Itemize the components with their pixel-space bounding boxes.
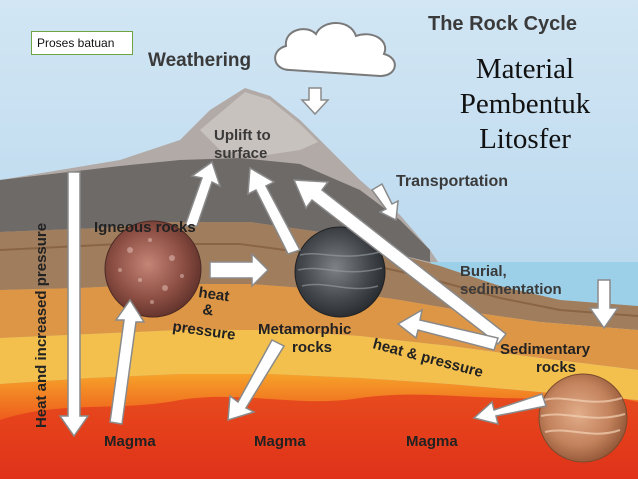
arrow-magma-to-igneous: [109, 298, 146, 425]
metamorphic-label-line2: rocks: [292, 339, 332, 356]
burial-label-line2: sedimentation: [460, 281, 562, 298]
arrow-sedimentary-to-magma: [472, 393, 547, 426]
arrow-metamorphic-to-magma: [227, 339, 286, 422]
heat-increased-pressure-label: Heat and increased pressure: [33, 223, 50, 428]
arrow-metamorphic-up: [247, 166, 302, 255]
magma-label-right: Magma: [406, 433, 458, 450]
arrow-transportation: [370, 182, 399, 222]
sedimentary-label-line2: rocks: [536, 359, 576, 376]
heat-label: heat: [197, 284, 230, 305]
sedimentary-label-line1: Sedimentary: [500, 341, 591, 358]
arrow-igneous-up: [183, 160, 222, 227]
arrow-weathering: [300, 87, 330, 116]
arrow-burial-down: [588, 279, 620, 330]
diagram-title: The Rock Cycle: [428, 13, 577, 35]
burial-label-line1: Burial,: [460, 263, 507, 280]
arrow-heat-pressure-right: [209, 252, 270, 288]
arrow-heat-increased-pressure-down: [58, 171, 90, 438]
cloud-icon: [274, 22, 396, 78]
arrow-sedimentary-to-uplift: [292, 179, 508, 346]
ampersand-label: &: [201, 301, 214, 319]
igneous-label: Igneous rocks: [94, 219, 196, 236]
uplift-label-line2: surface: [214, 145, 267, 162]
slide-title-line3: Litosfer: [479, 123, 571, 155]
arrow-sedimentary-to-metamorphic: [396, 308, 499, 351]
yellow-layer: [0, 330, 638, 400]
process-tag: Proses batuan: [31, 31, 133, 55]
metamorphic-label-line1: Metamorphic: [258, 321, 351, 338]
weathering-label: Weathering: [148, 50, 251, 71]
magma-label-left: Magma: [104, 433, 156, 450]
metamorphic-rock-sample: [294, 226, 386, 318]
slide-title-line2: Pembentuk: [459, 88, 591, 120]
transportation-label: Transportation: [396, 173, 508, 190]
slide-title: Material Pembentuk Litosfer: [432, 52, 618, 157]
igneous-rock-sample: [104, 220, 202, 318]
magma-label-center: Magma: [254, 433, 306, 450]
slide-title-line1: Material: [475, 53, 575, 85]
sedimentary-rock-sample: [538, 373, 628, 463]
mountain-peak: [200, 92, 318, 156]
uplift-label-line1: Uplift to: [214, 127, 271, 144]
